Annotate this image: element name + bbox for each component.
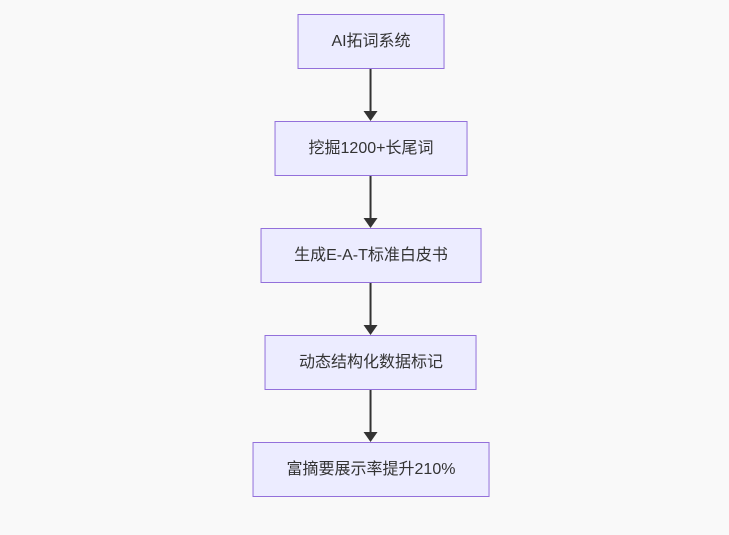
flow-node-rich-snippet-result-label: 富摘要展示率提升210% <box>286 461 456 478</box>
flow-node-ai-system: AI拓词系统 <box>297 14 445 69</box>
arrowhead-down-icon <box>364 325 378 335</box>
arrow-line <box>370 283 372 325</box>
flow-arrow-2 <box>364 176 378 228</box>
flow-node-eat-whitepaper: 生成E-A-T标准白皮书 <box>260 228 482 283</box>
arrowhead-down-icon <box>364 218 378 228</box>
flow-node-longtail-mining: 挖掘1200+长尾词 <box>274 121 468 176</box>
flow-arrow-3 <box>364 283 378 335</box>
flow-node-rich-snippet-result: 富摘要展示率提升210% <box>252 442 490 497</box>
flow-node-eat-whitepaper-label: 生成E-A-T标准白皮书 <box>294 247 448 264</box>
flowchart: AI拓词系统 挖掘1200+长尾词 生成E-A-T标准白皮书 动态结构化数据标记 <box>252 14 490 497</box>
flow-node-longtail-mining-label: 挖掘1200+长尾词 <box>308 140 434 157</box>
flow-arrow-4 <box>364 390 378 442</box>
flow-node-structured-data-label: 动态结构化数据标记 <box>298 354 443 371</box>
flow-node-structured-data: 动态结构化数据标记 <box>264 335 477 390</box>
arrowhead-down-icon <box>364 432 378 442</box>
arrow-line <box>370 69 372 111</box>
arrow-line <box>370 176 372 218</box>
flow-arrow-1 <box>364 69 378 121</box>
arrowhead-down-icon <box>364 111 378 121</box>
arrow-line <box>370 390 372 432</box>
flow-node-ai-system-label: AI拓词系统 <box>331 33 411 50</box>
